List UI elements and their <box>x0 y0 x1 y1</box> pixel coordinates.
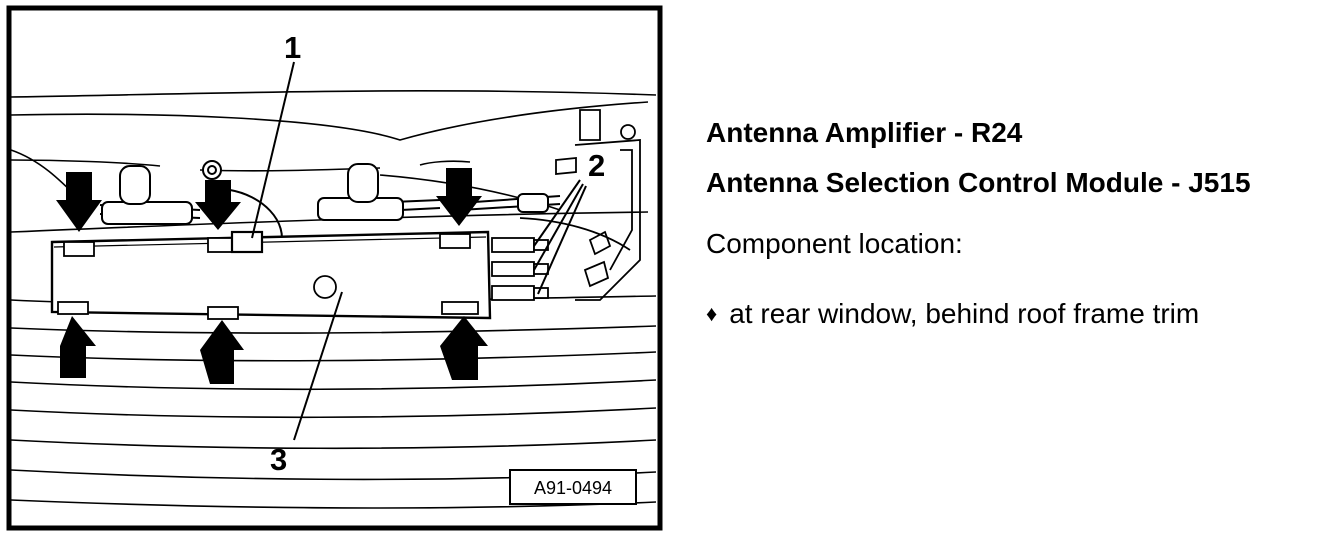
diagram-svg: 1 2 3 A91-0494 <box>6 5 663 531</box>
reference-code: A91-0494 <box>534 478 612 498</box>
location-bullet: ♦ at rear window, behind roof frame trim <box>706 294 1336 334</box>
component-location-heading: Component location: <box>706 228 963 259</box>
info-panel: Antenna Amplifier - R24 Antenna Selectio… <box>706 108 1336 334</box>
roof-frame-trim <box>519 109 641 301</box>
location-bullet-text: at rear window, behind roof frame trim <box>729 298 1200 329</box>
antenna-module <box>50 230 549 320</box>
callout-3: 3 <box>270 442 287 477</box>
arrows <box>56 168 488 384</box>
callout-2: 2 <box>588 148 605 183</box>
down-arrow-icon <box>195 180 241 230</box>
down-arrow-icon <box>56 172 102 232</box>
cable-filters <box>101 160 549 225</box>
title-antenna-selection-module: Antenna Selection Control Module - J515 <box>706 167 1251 198</box>
up-arrow-icon <box>60 316 96 378</box>
callout-1: 1 <box>284 30 301 65</box>
leader-lines <box>251 61 587 441</box>
down-arrow-icon <box>436 168 482 226</box>
reference-code-box <box>509 469 637 505</box>
up-arrow-icon <box>440 316 488 380</box>
title-antenna-amplifier: Antenna Amplifier - R24 <box>706 117 1023 148</box>
component-diagram: 1 2 3 A91-0494 <box>6 5 663 531</box>
diamond-bullet-icon: ♦ <box>706 301 718 326</box>
up-arrow-icon <box>200 320 244 384</box>
